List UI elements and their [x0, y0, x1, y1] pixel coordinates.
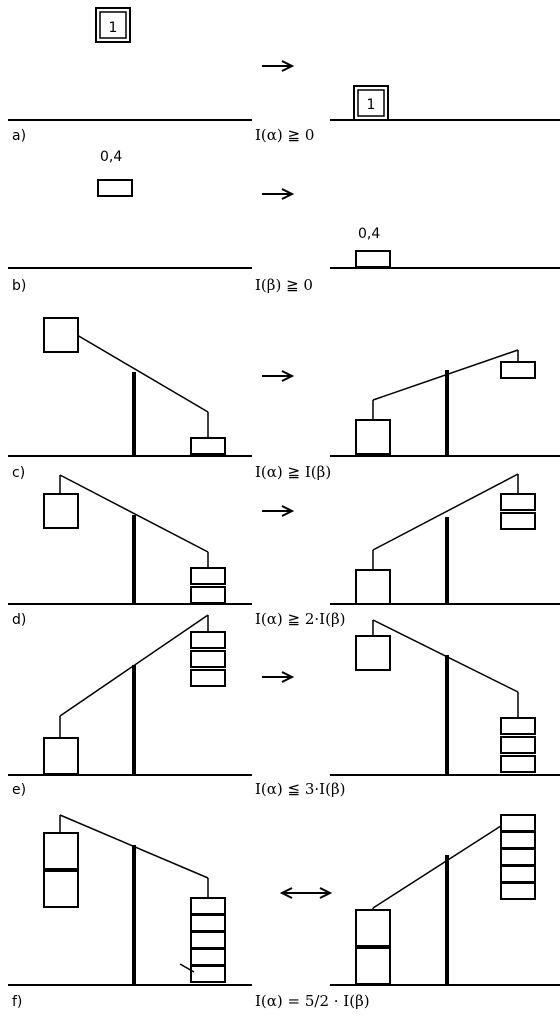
weight-beta	[500, 493, 536, 511]
beam-left	[59, 324, 209, 413]
weight-beta	[500, 755, 536, 773]
weight-beta	[190, 631, 226, 649]
panel-label: d)	[12, 612, 26, 628]
unit-weight-right-label: 1	[367, 97, 376, 113]
panel-equation: I(α) ≧ 0	[255, 126, 314, 144]
panel-label: b)	[12, 278, 26, 294]
weight-beta	[500, 882, 536, 900]
arrow-right-icon	[262, 60, 295, 72]
panel-a: 1 1 a) I(α) ≧ 0	[8, 7, 560, 144]
unit-weight-left-label: 1	[109, 20, 118, 36]
weight-beta	[190, 931, 226, 949]
small-weight-left-label: 0,4	[100, 149, 122, 165]
small-weight-left	[97, 179, 133, 197]
weight-beta	[500, 831, 536, 849]
weight-beta	[190, 914, 226, 932]
weight-beta	[500, 512, 536, 530]
panel-c: c) I(α) ≧ I(β)	[8, 317, 560, 481]
weight-beta	[190, 897, 226, 915]
weight-beta	[190, 650, 226, 668]
weight-beta	[500, 865, 536, 883]
arrow-right-icon	[262, 188, 295, 200]
panel-equation: I(α) ≧ I(β)	[255, 463, 331, 481]
weight-alpha	[355, 635, 391, 671]
arrow-right-icon	[262, 370, 295, 382]
panel-label: c)	[12, 465, 25, 481]
beam-right	[372, 473, 519, 551]
panel-equation: I(α) = 5/2 · I(β)	[255, 992, 370, 1010]
weight-alpha	[43, 317, 79, 353]
panel-d: d) I(α) ≧ 2·I(β)	[8, 473, 560, 628]
weight-alpha	[43, 870, 79, 908]
panel-equation: I(α) ≦ 3·I(β)	[255, 780, 345, 798]
arrow-right-icon	[262, 671, 295, 683]
small-weight-right-label: 0,4	[358, 226, 380, 242]
panel-e: e) I(α) ≦ 3·I(β)	[8, 614, 560, 798]
panel-b: 0,4 0,4 b) I(β) ≧ 0	[8, 149, 560, 294]
beam-right	[372, 814, 519, 909]
beam-left	[59, 614, 209, 717]
beam-left	[59, 814, 209, 879]
unit-weight-right	[353, 85, 389, 121]
weight-beta	[190, 669, 226, 687]
weight-beta	[190, 586, 226, 604]
unit-weight-left-inner	[99, 11, 127, 39]
weight-alpha	[355, 569, 391, 605]
arrow-right-icon	[262, 505, 295, 517]
weight-beta	[190, 948, 226, 966]
panel-label: a)	[12, 128, 26, 144]
weight-beta	[190, 567, 226, 585]
beam-left	[59, 474, 209, 553]
weight-alpha	[355, 947, 391, 985]
weight-beta	[500, 848, 536, 866]
weight-beta	[500, 717, 536, 735]
weight-alpha	[355, 419, 391, 455]
weight-beta	[500, 361, 536, 379]
beam-right	[372, 349, 519, 401]
panel-equation: I(α) ≧ 2·I(β)	[255, 610, 345, 628]
stray-mark	[179, 963, 195, 973]
unit-weight-left	[95, 7, 131, 43]
weight-alpha	[355, 909, 391, 947]
weight-beta	[500, 814, 536, 832]
panel-label: f)	[12, 994, 22, 1010]
panel-label: e)	[12, 782, 26, 798]
weight-beta	[190, 437, 226, 455]
weight-beta	[190, 965, 226, 983]
weight-alpha	[43, 493, 79, 529]
weight-beta	[500, 736, 536, 754]
unit-weight-right-inner	[357, 89, 385, 117]
arrow-bidirectional-icon	[279, 887, 333, 899]
panel-equation: I(β) ≧ 0	[255, 276, 313, 294]
beam-right	[372, 619, 519, 693]
small-weight-right	[355, 250, 391, 268]
panel-f: f) I(α) = 5/2 · I(β)	[8, 814, 560, 1010]
weight-alpha	[43, 832, 79, 870]
weight-alpha	[43, 737, 79, 775]
